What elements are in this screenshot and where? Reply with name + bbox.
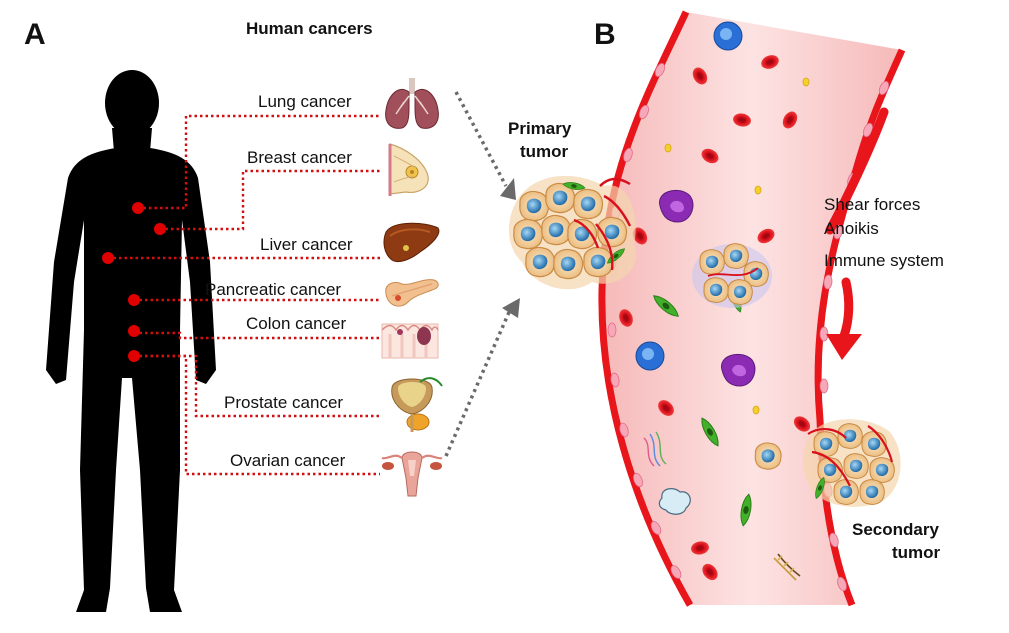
label-pancreatic: Pancreatic cancer bbox=[205, 280, 341, 299]
panel-a-title: Human cancers bbox=[246, 19, 373, 38]
label-ovarian: Ovarian cancer bbox=[230, 451, 346, 470]
blood-vessel bbox=[598, 10, 906, 607]
human-silhouette bbox=[46, 70, 216, 612]
liver-icon bbox=[383, 222, 440, 263]
marker-liver bbox=[102, 252, 114, 264]
secondary-tumor-label-line2: tumor bbox=[892, 543, 941, 562]
macrophage-cell bbox=[658, 488, 691, 515]
vessel-wall-left bbox=[598, 10, 694, 607]
platelets bbox=[664, 77, 810, 415]
marker-lung bbox=[132, 202, 144, 214]
organ-markers bbox=[102, 202, 166, 362]
factor-anoikis: Anoikis bbox=[824, 219, 879, 238]
label-lung: Lung cancer bbox=[258, 92, 352, 111]
flow-arrows bbox=[444, 91, 512, 457]
secondary-tumor bbox=[803, 419, 901, 507]
marker-colon bbox=[128, 325, 140, 337]
vessel-lumen bbox=[601, 12, 902, 605]
breast-icon bbox=[388, 143, 429, 196]
factor-labels: Shear forces Anoikis Immune system bbox=[824, 195, 944, 270]
leader-lines bbox=[108, 114, 380, 476]
factor-shear-forces: Shear forces bbox=[824, 195, 920, 214]
cancer-labels: Lung cancer Breast cancer Liver cancer P… bbox=[205, 90, 372, 470]
label-breast: Breast cancer bbox=[247, 148, 352, 167]
factor-immune-system: Immune system bbox=[824, 251, 944, 270]
label-prostate: Prostate cancer bbox=[224, 393, 343, 412]
pancreas-icon bbox=[385, 279, 439, 307]
primary-tumor bbox=[509, 175, 637, 290]
marker-pancreas bbox=[128, 294, 140, 306]
lungs-icon bbox=[385, 78, 439, 129]
primary-tumor-label-line2: tumor bbox=[520, 142, 569, 161]
circulation-arrow bbox=[825, 107, 889, 360]
single-tumor-cell bbox=[754, 442, 782, 470]
fiber-strands bbox=[643, 431, 667, 467]
vessel-wall-right bbox=[814, 48, 906, 607]
marker-prostate-ovary bbox=[128, 350, 140, 362]
label-colon: Colon cancer bbox=[246, 314, 347, 333]
prostate-icon bbox=[391, 377, 443, 432]
label-liver: Liver cancer bbox=[260, 235, 353, 254]
immune-cells bbox=[635, 21, 756, 515]
arrow-heads bbox=[500, 178, 520, 318]
colon-icon bbox=[381, 323, 439, 359]
primary-tumor-label-line1: Primary bbox=[508, 119, 572, 138]
panel-b-letter: B bbox=[594, 18, 616, 51]
uterus-ovaries-icon bbox=[381, 451, 443, 497]
circulating-tumor-cluster bbox=[692, 243, 772, 308]
panel-a-letter: A bbox=[24, 18, 46, 51]
marker-breast bbox=[154, 223, 166, 235]
secondary-tumor-label-line1: Secondary bbox=[852, 520, 939, 539]
dna-icon bbox=[773, 553, 801, 581]
